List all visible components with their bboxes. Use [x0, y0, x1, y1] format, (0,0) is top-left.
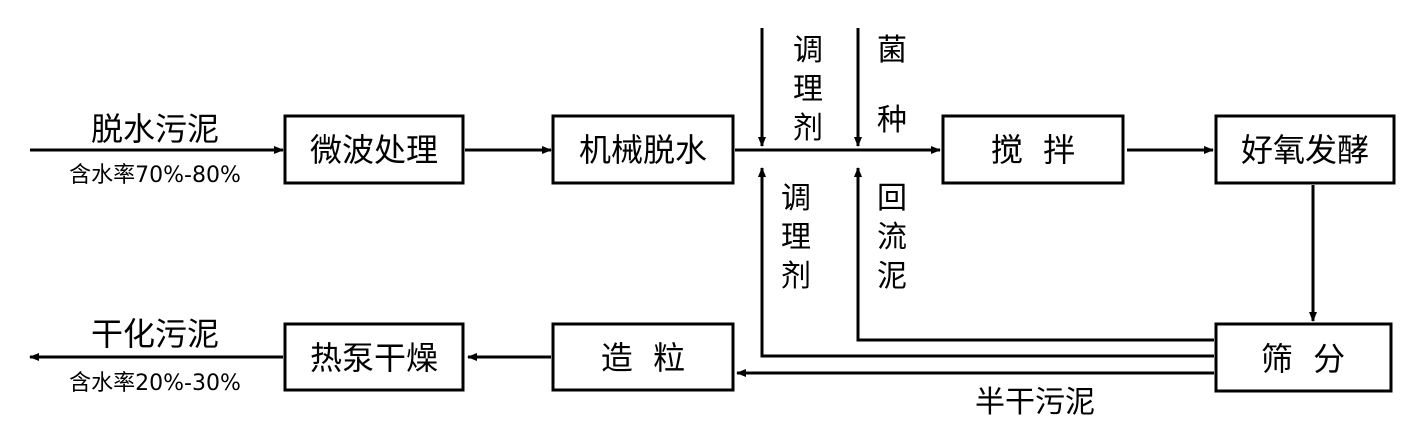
granulate-box: 造 粒 [551, 322, 735, 392]
conditioner-bottom-line [758, 167, 1214, 358]
return-sludge-char-3: 泥 [877, 259, 907, 294]
return-sludge-char-2: 流 [877, 220, 907, 255]
conditioner-bottom-char-2: 理 [781, 220, 811, 255]
heat-pump-box: 热泵干燥 [283, 322, 465, 392]
screen-box: 筛 分 [1214, 322, 1393, 393]
microwave-label: 微波处理 [310, 131, 438, 169]
microwave-box: 微波处理 [283, 114, 465, 185]
screen-label: 筛 分 [1261, 340, 1345, 378]
return-sludge-line [854, 167, 1214, 342]
aerobic-label: 好氧发酵 [1241, 131, 1369, 169]
input-moisture: 含水率70%-80% [69, 163, 241, 188]
mech-dewater-label: 机械脱水 [579, 131, 707, 169]
conditioner-bottom-char-3: 剂 [781, 259, 811, 294]
output-moisture: 含水率20%-30% [69, 371, 241, 396]
conditioner-bottom-char-1: 调 [781, 181, 811, 216]
conditioner-top-char-2: 理 [793, 72, 823, 107]
aerobic-box: 好氧发酵 [1214, 114, 1396, 185]
stir-label: 搅 拌 [991, 131, 1075, 169]
conditioner-top-char-1: 调 [793, 33, 823, 68]
output-label: 干化污泥 [91, 315, 219, 353]
return-sludge-char-1: 回 [877, 181, 907, 216]
semi-dry-label: 半干污泥 [975, 385, 1095, 420]
conditioner-top-char-3: 剂 [793, 111, 823, 146]
inoculum-char-2: 种 [877, 103, 907, 138]
stir-box: 搅 拌 [941, 114, 1125, 185]
mech-dewater-box: 机械脱水 [551, 114, 735, 185]
heat-pump-label: 热泵干燥 [310, 339, 438, 377]
inoculum-char-1: 菌 [877, 33, 907, 68]
input-label: 脱水污泥 [91, 110, 219, 148]
granulate-label: 造 粒 [601, 339, 685, 377]
